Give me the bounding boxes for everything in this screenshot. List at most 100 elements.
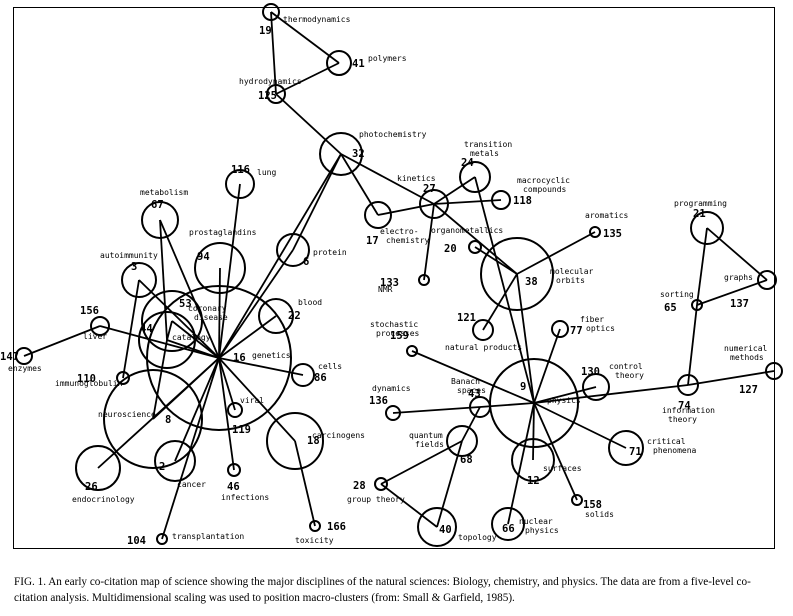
node-number-control-theory: 130 — [581, 366, 600, 378]
edge-photochemistry-kinetics — [340, 153, 435, 205]
edge-molecular-orbits-physics — [516, 273, 535, 404]
node-label-endocrinology: endocrinology — [72, 495, 135, 504]
edge-carcinogens-toxicity — [294, 440, 316, 527]
node-circle-electrochemistry — [364, 201, 392, 229]
node-circle-genetics — [146, 285, 292, 431]
node-circle-organometallics — [468, 240, 482, 254]
node-number-sorting: 65 — [664, 302, 677, 314]
node-number-viral: 119 — [232, 424, 251, 436]
node-label-critical-phenomena: critical — [647, 437, 686, 446]
node-circle-numerical-methods — [765, 362, 783, 380]
node-label-surfaces: surfaces — [543, 464, 582, 473]
node-circle-cells — [291, 363, 315, 387]
node-number-carcinogens: 18 — [307, 435, 320, 447]
edge-quantum-fields-topology — [436, 440, 463, 528]
node-metabolism: 67 metabolism — [140, 188, 188, 239]
node-circle-macrocyclic — [491, 190, 511, 210]
node-number-polymers: 41 — [352, 58, 365, 70]
edge-organometallics-molecular-orbits — [474, 246, 518, 275]
edge-catalogy-coronary-disease — [166, 320, 173, 341]
node-circle-carcinogens — [266, 412, 324, 470]
node-number-surfaces: 12 — [527, 475, 540, 487]
node-label-cancer: cancer — [177, 480, 206, 489]
node-label-prostaglandins: prostaglandins — [189, 228, 257, 237]
node-circle-sorting — [691, 299, 703, 311]
node-label-neuroscience: neuroscience — [98, 410, 156, 419]
node-circle-nmr — [418, 274, 430, 286]
node-photochemistry: 32 photochemistry — [319, 130, 427, 176]
node-label-molecular-orbits: molecular — [550, 267, 594, 276]
node-label-electrochemistry: electro- — [380, 227, 419, 236]
node-circle-information-theory — [677, 374, 699, 396]
edge-physics-banach-spaces — [479, 402, 535, 408]
node-label-sorting: sorting — [660, 290, 694, 299]
edge-group-theory-topology — [380, 483, 438, 528]
node-number-blood: 22 — [288, 310, 301, 322]
node-number-metabolism: 67 — [151, 199, 164, 211]
node-label2-fiber-optics: optics — [586, 324, 615, 333]
node-circle-topology — [417, 507, 457, 547]
edge-transition-metals-physics — [474, 176, 535, 404]
edge-physics-solids — [533, 402, 578, 501]
node-label-coronary-disease: coronary — [188, 304, 227, 313]
node-number-cells: 86 — [314, 372, 327, 384]
node-label-graphs: graphs — [724, 273, 753, 282]
edge-liver-enzymes — [23, 325, 101, 357]
node-label-infections: infections — [221, 493, 269, 502]
node-label-nmr: NMR — [378, 285, 393, 294]
node-number-photochemistry: 32 — [352, 148, 365, 160]
node-number-transition-metals: 24 — [461, 157, 474, 169]
node-circle-neuroscience — [103, 369, 203, 469]
node-circle-dynamics — [385, 405, 401, 421]
node-circle-autoimmunity — [121, 262, 157, 298]
node-circle-protein — [276, 233, 310, 267]
node-label-transition-metals: transition — [464, 140, 512, 149]
node-number-kinetics: 27 — [423, 183, 436, 195]
node-label2-transition-metals: metals — [470, 149, 499, 158]
node-number-protein: 6 — [303, 256, 309, 268]
node-circle-toxicity — [309, 520, 321, 532]
edge-catalogy-neuroscience — [152, 339, 168, 420]
node-label-quantum-fields: quantum — [409, 431, 443, 440]
node-label-autoimmunity: autoimmunity — [100, 251, 158, 260]
node-circle-programming — [690, 211, 724, 245]
node-number-thermodynamics: 19 — [259, 25, 272, 37]
edge-kinetics-molecular-orbits — [433, 203, 518, 275]
node-label-metabolism: metabolism — [140, 188, 188, 197]
node-label-programming: programming — [674, 199, 727, 208]
node-number-catalogy: 44 — [140, 323, 153, 335]
node-number-autoimmunity: 3 — [131, 261, 137, 273]
node-number-group-theory: 28 — [353, 480, 366, 492]
edge-physics-stochastic — [411, 350, 535, 404]
node-number-dynamics: 136 — [369, 395, 388, 407]
node-label-information-theory: information — [662, 406, 715, 415]
node-number-immunoglobulin: 110 — [77, 373, 96, 385]
node-circle-hydrodynamics — [266, 84, 286, 104]
node-number-organometallics: 20 — [444, 243, 457, 255]
edge-genetics-viral — [218, 357, 236, 411]
node-label-hydrodynamics: hydrodynamics — [239, 77, 302, 86]
node-label-photochemistry: photochemistry — [359, 130, 427, 139]
